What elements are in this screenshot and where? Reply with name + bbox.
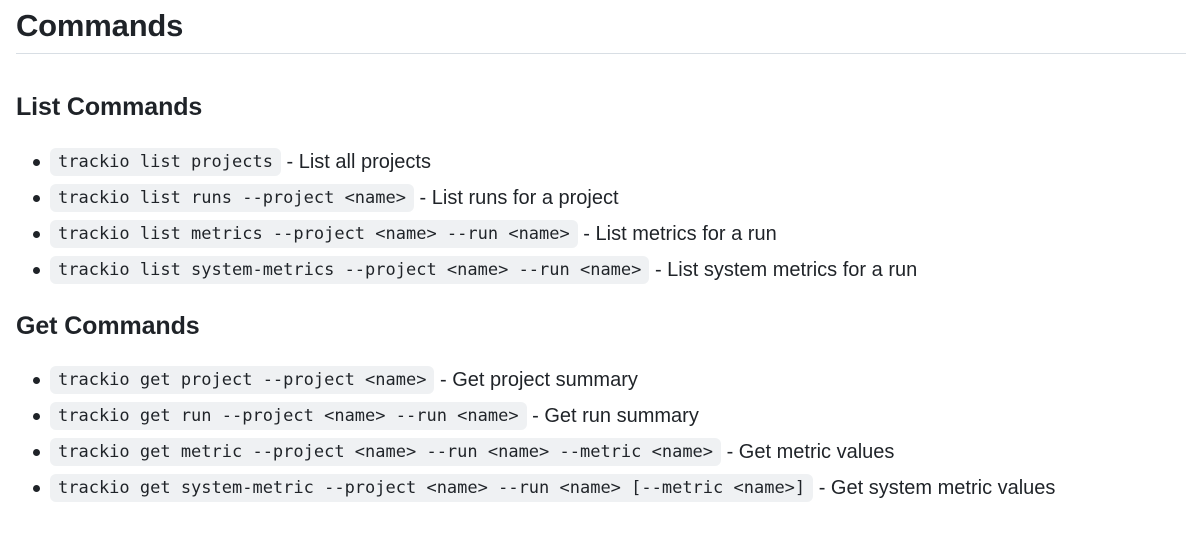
command-code: trackio get system-metric --project <nam… — [50, 474, 814, 502]
command-code: trackio list projects — [50, 148, 281, 176]
list-item: trackio get metric --project <name> --ru… — [16, 434, 1186, 470]
command-description: - List all projects — [280, 151, 431, 173]
list-item: trackio get system-metric --project <nam… — [16, 470, 1186, 506]
list-item: trackio list metrics --project <name> --… — [16, 216, 1186, 252]
get-commands-heading: Get Commands — [16, 312, 200, 340]
command-code: trackio get metric --project <name> --ru… — [50, 438, 722, 466]
list-commands-list: trackio list projects - List all project… — [16, 144, 1186, 288]
command-description: - Get system metric values — [813, 477, 1056, 499]
command-description: - Get project summary — [434, 369, 638, 391]
command-description: - Get metric values — [721, 441, 895, 463]
command-code: trackio list system-metrics --project <n… — [50, 256, 650, 284]
page-title: Commands — [16, 0, 1186, 54]
command-code: trackio get run --project <name> --run <… — [50, 402, 527, 430]
command-description: - List runs for a project — [414, 187, 619, 209]
command-description: - List metrics for a run — [577, 223, 777, 245]
command-code: trackio get project --project <name> — [50, 366, 435, 394]
list-item: trackio get project --project <name> - G… — [16, 362, 1186, 398]
get-commands-list: trackio get project --project <name> - G… — [16, 362, 1186, 506]
list-item: trackio list system-metrics --project <n… — [16, 252, 1186, 288]
list-item: trackio list projects - List all project… — [16, 144, 1186, 180]
list-item: trackio get run --project <name> --run <… — [16, 398, 1186, 434]
list-item: trackio list runs --project <name> - Lis… — [16, 180, 1186, 216]
list-commands-heading: List Commands — [16, 93, 203, 121]
command-code: trackio list metrics --project <name> --… — [50, 220, 578, 248]
command-description: - Get run summary — [526, 405, 699, 427]
command-code: trackio list runs --project <name> — [50, 184, 414, 212]
command-description: - List system metrics for a run — [649, 259, 918, 281]
